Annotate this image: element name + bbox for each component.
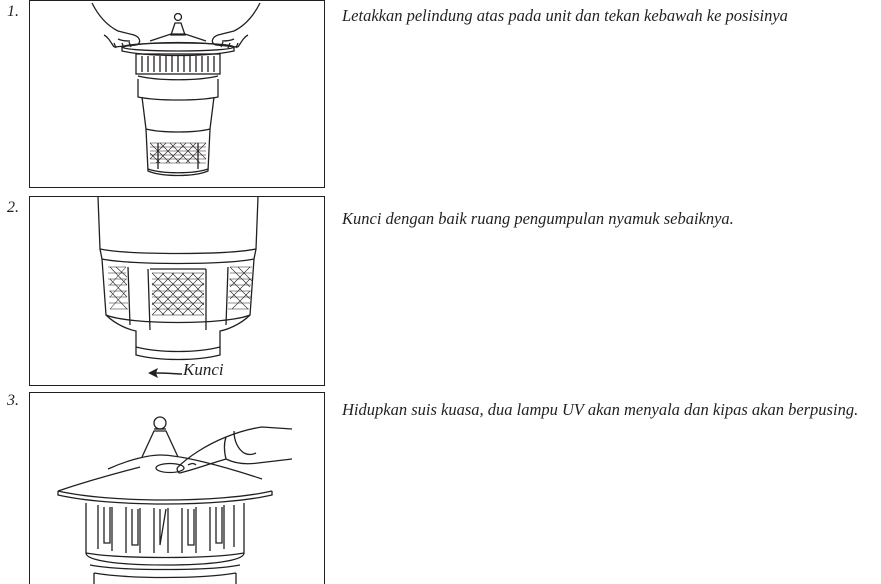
step-2-caption: Kunci dengan baik ruang pengumpulan nyam…	[342, 209, 734, 228]
step-2-illustration	[29, 196, 325, 386]
step-3-number: 3.	[7, 392, 19, 409]
step-1-illustration	[29, 0, 325, 188]
step-1-number: 1.	[7, 3, 19, 20]
step-2-number: 2.	[7, 199, 19, 216]
step-3-illustration	[29, 392, 325, 584]
kunci-arrow-label: Kunci	[183, 360, 224, 379]
step-1-caption: Letakkan pelindung atas pada unit dan te…	[342, 6, 788, 25]
hands-placing-top-cover-icon	[91, 2, 261, 177]
step-3-caption: Hidupkan suis kuasa, dua lampu UV akan m…	[342, 400, 859, 419]
twist-lock-collection-chamber-icon	[97, 197, 259, 378]
finger-pressing-power-switch-icon	[57, 416, 293, 584]
